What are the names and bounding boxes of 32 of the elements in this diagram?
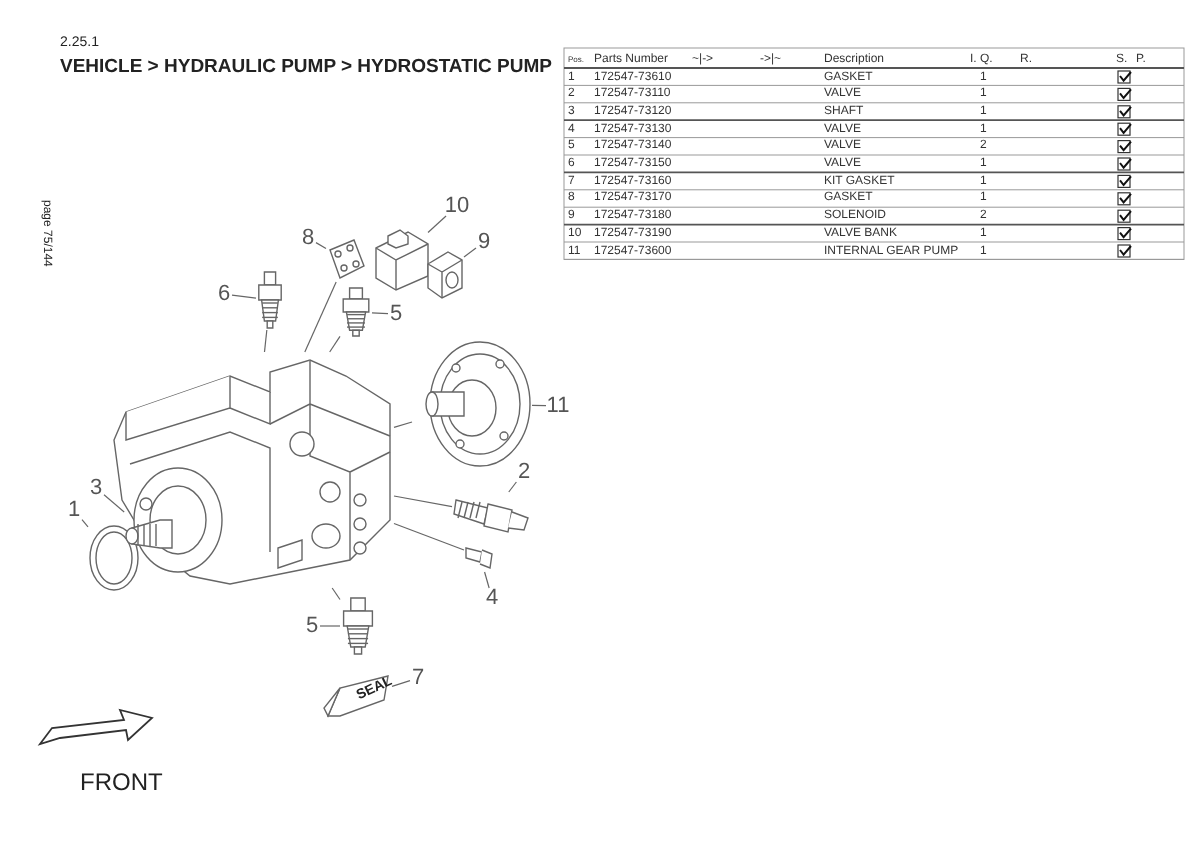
leader-line	[103, 494, 125, 513]
callout-number: 1	[66, 500, 82, 520]
callout-number: 5	[304, 616, 320, 636]
callout-number: 9	[476, 232, 492, 252]
callout-number: 3	[88, 478, 104, 498]
callout-number: 7	[410, 668, 426, 688]
leader-line	[391, 680, 411, 687]
leader-line	[329, 335, 341, 353]
leader-line	[331, 587, 341, 601]
leader-line	[263, 329, 268, 353]
callout-number: 4	[484, 588, 500, 608]
leader-line	[463, 247, 477, 258]
leader-line	[393, 421, 413, 428]
leader-line	[81, 519, 89, 528]
leader-line	[393, 522, 465, 551]
callout-number: 11	[546, 396, 570, 416]
leader-line	[508, 481, 517, 493]
leader-line	[483, 571, 490, 589]
callout-number: 5	[388, 304, 404, 324]
callout-number: 8	[300, 228, 316, 248]
leader-line	[393, 495, 453, 508]
leader-line	[427, 215, 447, 234]
title: VEHICLE > HYDRAULIC PUMP > HYDROSTATIC PUMP	[60, 58, 552, 77]
leader-line	[319, 625, 341, 627]
callout-number: 10	[444, 196, 470, 216]
leader-line	[304, 281, 337, 353]
leader-line	[371, 312, 389, 315]
callout-number: 2	[516, 462, 532, 482]
leader-line	[231, 294, 257, 299]
callout-number: 6	[216, 284, 232, 304]
direction-label: FRONT	[80, 770, 163, 794]
leader-line	[315, 242, 327, 249]
